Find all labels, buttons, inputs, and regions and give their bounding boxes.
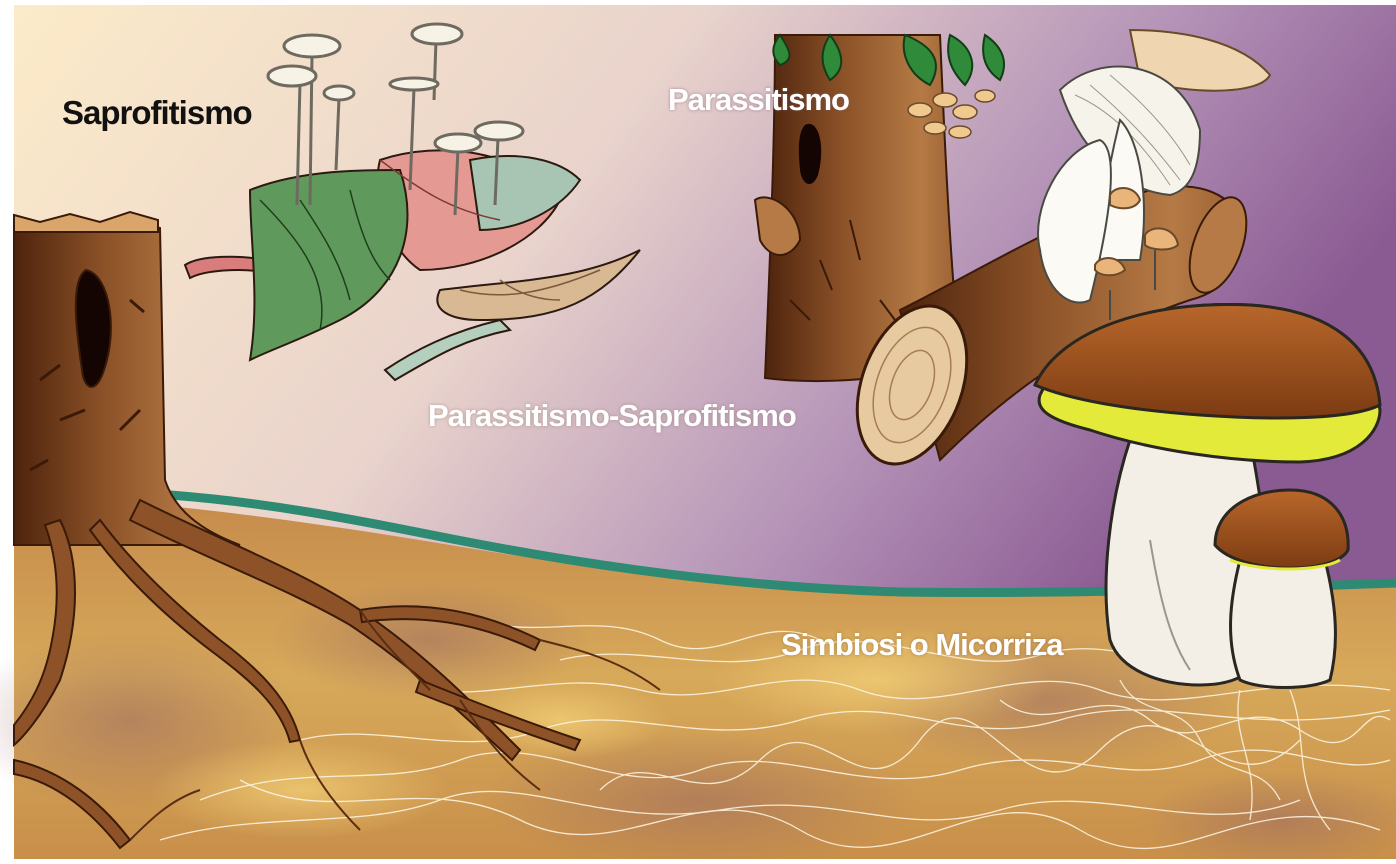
label-parassitismo-saprofitismo: Parassitismo-Saprofitismo (428, 398, 796, 434)
label-simbiosi: Simbiosi o Micorriza (781, 627, 1062, 663)
label-saprofitismo: Saprofitismo (62, 94, 252, 132)
label-parassitismo: Parassitismo (668, 82, 849, 118)
